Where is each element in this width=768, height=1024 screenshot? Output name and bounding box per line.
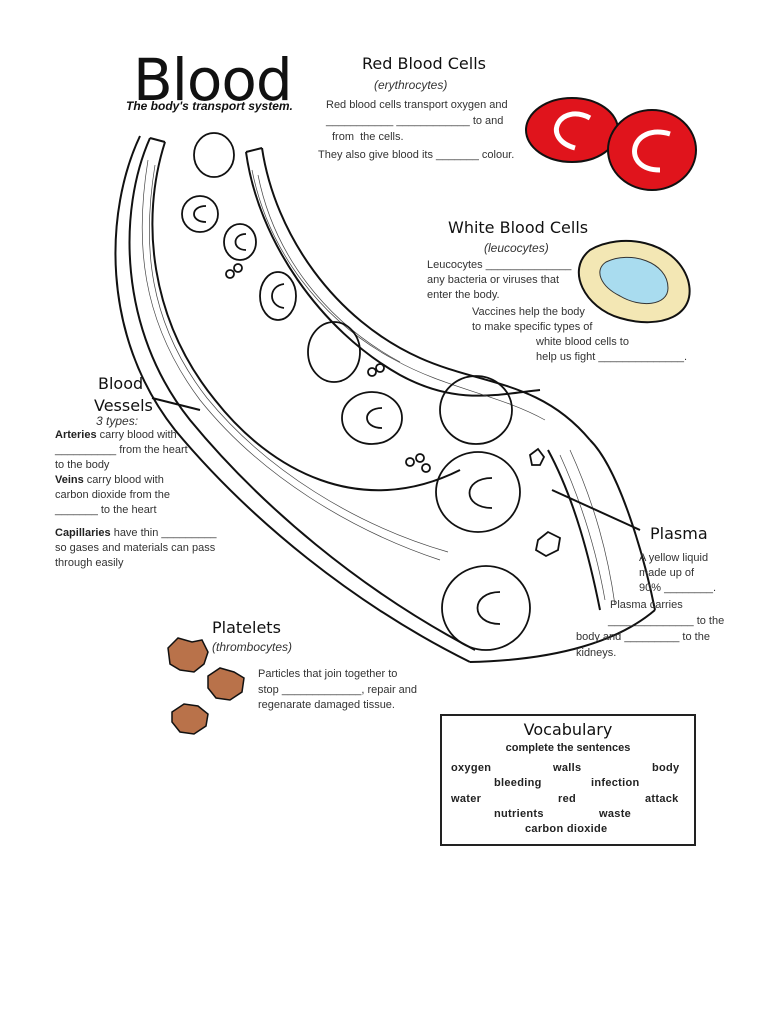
platelets-latin: (thrombocytes) — [212, 640, 293, 654]
plasma-line-5: ______________ to the — [608, 615, 725, 627]
platelets-illustration — [167, 637, 245, 735]
plasma-line-3: 90% ________. — [639, 582, 717, 594]
vessel-inner-wall — [151, 141, 461, 492]
red-cells-latin: (erythrocytes) — [374, 78, 448, 92]
capillaries-line-3: through easily — [55, 557, 124, 569]
platelets-line-2: stop _____________, repair and — [258, 684, 418, 696]
vessels-types: 3 types: — [96, 414, 139, 428]
red-cells-line-4: They also give blood its _______ colour. — [318, 149, 515, 161]
arteries-line-3: to the body — [55, 459, 110, 471]
vocab-word: waste — [599, 808, 632, 820]
vessels-heading-line-1: Blood — [98, 374, 144, 393]
vocab-word: body — [652, 762, 680, 774]
plasma-line-7: kidneys. — [576, 647, 617, 659]
arteries-text: carry blood with — [96, 429, 177, 441]
plasma-line-2: made up of — [639, 567, 695, 579]
white-cells-line-7: help us fight ______________. — [536, 351, 688, 363]
white-cells-line-2: any bacteria or viruses that — [427, 274, 560, 286]
vocab-word: red — [558, 793, 577, 805]
vocab-word: infection — [591, 777, 640, 789]
vocab-word: carbon dioxide — [525, 823, 608, 835]
platelets-line-3: regenarate damaged tissue. — [258, 699, 395, 711]
vessel-lower-cut — [469, 609, 656, 663]
vocab-word: oxygen — [451, 762, 492, 774]
page-title: Blood — [133, 46, 293, 114]
white-cells-heading: White Blood Cells — [448, 218, 589, 237]
vessels-heading-line-2: Vessels — [94, 396, 153, 415]
label-pointers — [151, 397, 641, 531]
veins-line-3: _______ to the heart — [55, 504, 157, 516]
arteries-term: Arteries — [55, 429, 97, 441]
vocab-word: walls — [553, 762, 582, 774]
vessel-top-edge — [149, 137, 263, 153]
vessel-cut-edge — [589, 439, 656, 611]
plasma-heading: Plasma — [650, 524, 708, 543]
veins-text: carry blood with — [83, 474, 164, 486]
veins-term: Veins — [55, 474, 84, 486]
vocab-word: bleeding — [494, 777, 542, 789]
vessel-outer-wall-2 — [114, 135, 471, 663]
vessel-upper-wall — [245, 151, 541, 397]
vessel-outer-wall — [128, 137, 476, 651]
red-cells-line-3: from the cells. — [332, 131, 404, 143]
vocabulary-box: Vocabulary complete the sentences oxygen… — [440, 714, 696, 846]
capillaries-line-2: so gases and materials can pass — [55, 542, 216, 554]
white-cells-line-4: Vaccines help the body — [472, 306, 585, 318]
vocabulary-subtitle: complete the sentences — [505, 742, 631, 754]
capillaries-line-1: Capillaries have thin _________ — [55, 526, 216, 541]
vocabulary-title: Vocabulary — [523, 720, 613, 739]
plasma-line-6: body and _________ to the — [576, 631, 710, 643]
vessel-muscle-texture — [141, 159, 616, 606]
red-cells-heading: Red Blood Cells — [362, 54, 486, 73]
veins-line-2: carbon dioxide from the — [55, 489, 170, 501]
white-cells-line-3: enter the body. — [427, 289, 500, 301]
arteries-line-1: Arteries carry blood with — [55, 428, 177, 443]
white-cells-line-5: to make specific types of — [472, 321, 593, 333]
vocab-word: nutrients — [494, 808, 544, 820]
vocab-word: water — [451, 793, 482, 805]
red-cells-line-1: Red blood cells transport oxygen and — [326, 99, 508, 111]
white-cells-line-6: white blood cells to — [536, 336, 629, 348]
plasma-line-1: A yellow liquid — [639, 552, 709, 564]
platelets-heading: Platelets — [212, 618, 281, 637]
vocab-word: attack — [645, 793, 679, 805]
platelets-line-1: Particles that join together to — [258, 668, 398, 680]
white-blood-cell-illustration — [577, 239, 691, 324]
page-tagline: The body's transport system. — [126, 99, 293, 113]
white-cells-latin: (leucocytes) — [484, 241, 549, 255]
capillaries-text: have thin _________ — [110, 527, 217, 539]
white-cells-line-1: Leucocytes ______________ — [427, 259, 572, 271]
vessel-cells — [181, 132, 561, 651]
red-blood-cells-illustration — [525, 97, 697, 191]
plasma-line-4: Plasma carries — [610, 599, 683, 611]
vessel-upper-wall-2 — [261, 147, 591, 441]
vessel-cut-inner — [547, 449, 601, 611]
veins-line-1: Veins carry blood with — [55, 473, 164, 488]
red-cells-line-2: ___________ ____________ to and — [326, 115, 504, 127]
capillaries-term: Capillaries — [55, 527, 111, 539]
arteries-line-2: __________ from the heart — [55, 444, 188, 456]
